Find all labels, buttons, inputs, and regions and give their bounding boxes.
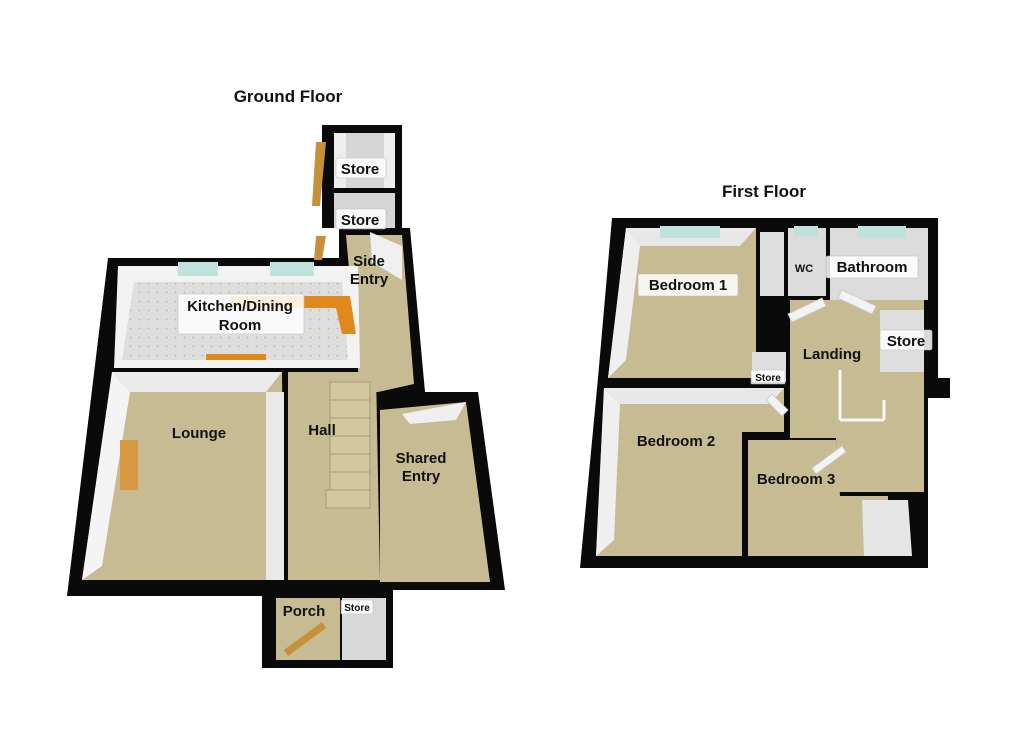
landing-stair-rail	[838, 370, 886, 422]
shared-entry-floor	[380, 402, 490, 582]
store-door-lower	[314, 236, 326, 260]
label-porch-store: Store	[344, 603, 370, 614]
label-lounge: Lounge	[172, 425, 226, 442]
label-side-entry-line1: Side	[353, 253, 385, 270]
label-store-lower: Store	[341, 212, 379, 229]
first-floor-title: First Floor	[722, 182, 806, 201]
label-hall: Hall	[308, 422, 336, 439]
wc-floor	[788, 228, 826, 296]
bathroom-window	[858, 226, 906, 238]
ground-floor-plan	[67, 125, 505, 668]
bedroom-3-floor	[748, 440, 888, 556]
kitchen-window-left	[178, 262, 218, 276]
label-bathroom: Bathroom	[837, 259, 908, 276]
label-store-first: Store	[887, 333, 925, 350]
store-door-upper	[312, 142, 326, 206]
label-bedroom-2: Bedroom 2	[637, 433, 715, 450]
bedroom-1-floor	[608, 228, 756, 378]
label-shared-entry-line2: Entry	[402, 468, 441, 485]
label-landing: Landing	[803, 346, 861, 363]
bedroom-3-cupboard	[862, 500, 912, 556]
label-side-entry-line2: Entry	[350, 271, 389, 288]
label-store-upper: Store	[341, 161, 379, 178]
bedroom-1-window	[660, 226, 720, 238]
lounge-fireplace	[120, 440, 138, 490]
porch-door	[284, 622, 326, 656]
label-kitchen-line2: Room	[219, 317, 262, 334]
label-bedroom-1: Bedroom 1	[649, 277, 727, 294]
kitchen-window-right	[270, 262, 314, 276]
hall-staircase	[325, 381, 371, 509]
label-store-small: Store	[755, 373, 781, 384]
label-shared-entry-line1: Shared	[396, 450, 447, 467]
label-wc: WC	[795, 263, 813, 275]
label-kitchen-line1: Kitchen/Dining	[187, 298, 293, 315]
wc-window	[794, 226, 818, 236]
lounge-floor	[82, 372, 284, 580]
ground-floor-title: Ground Floor	[234, 87, 343, 106]
label-porch: Porch	[283, 603, 326, 620]
bedroom-2-floor	[596, 388, 784, 556]
first-store-floor	[760, 232, 784, 296]
label-bedroom-3: Bedroom 3	[757, 471, 835, 488]
